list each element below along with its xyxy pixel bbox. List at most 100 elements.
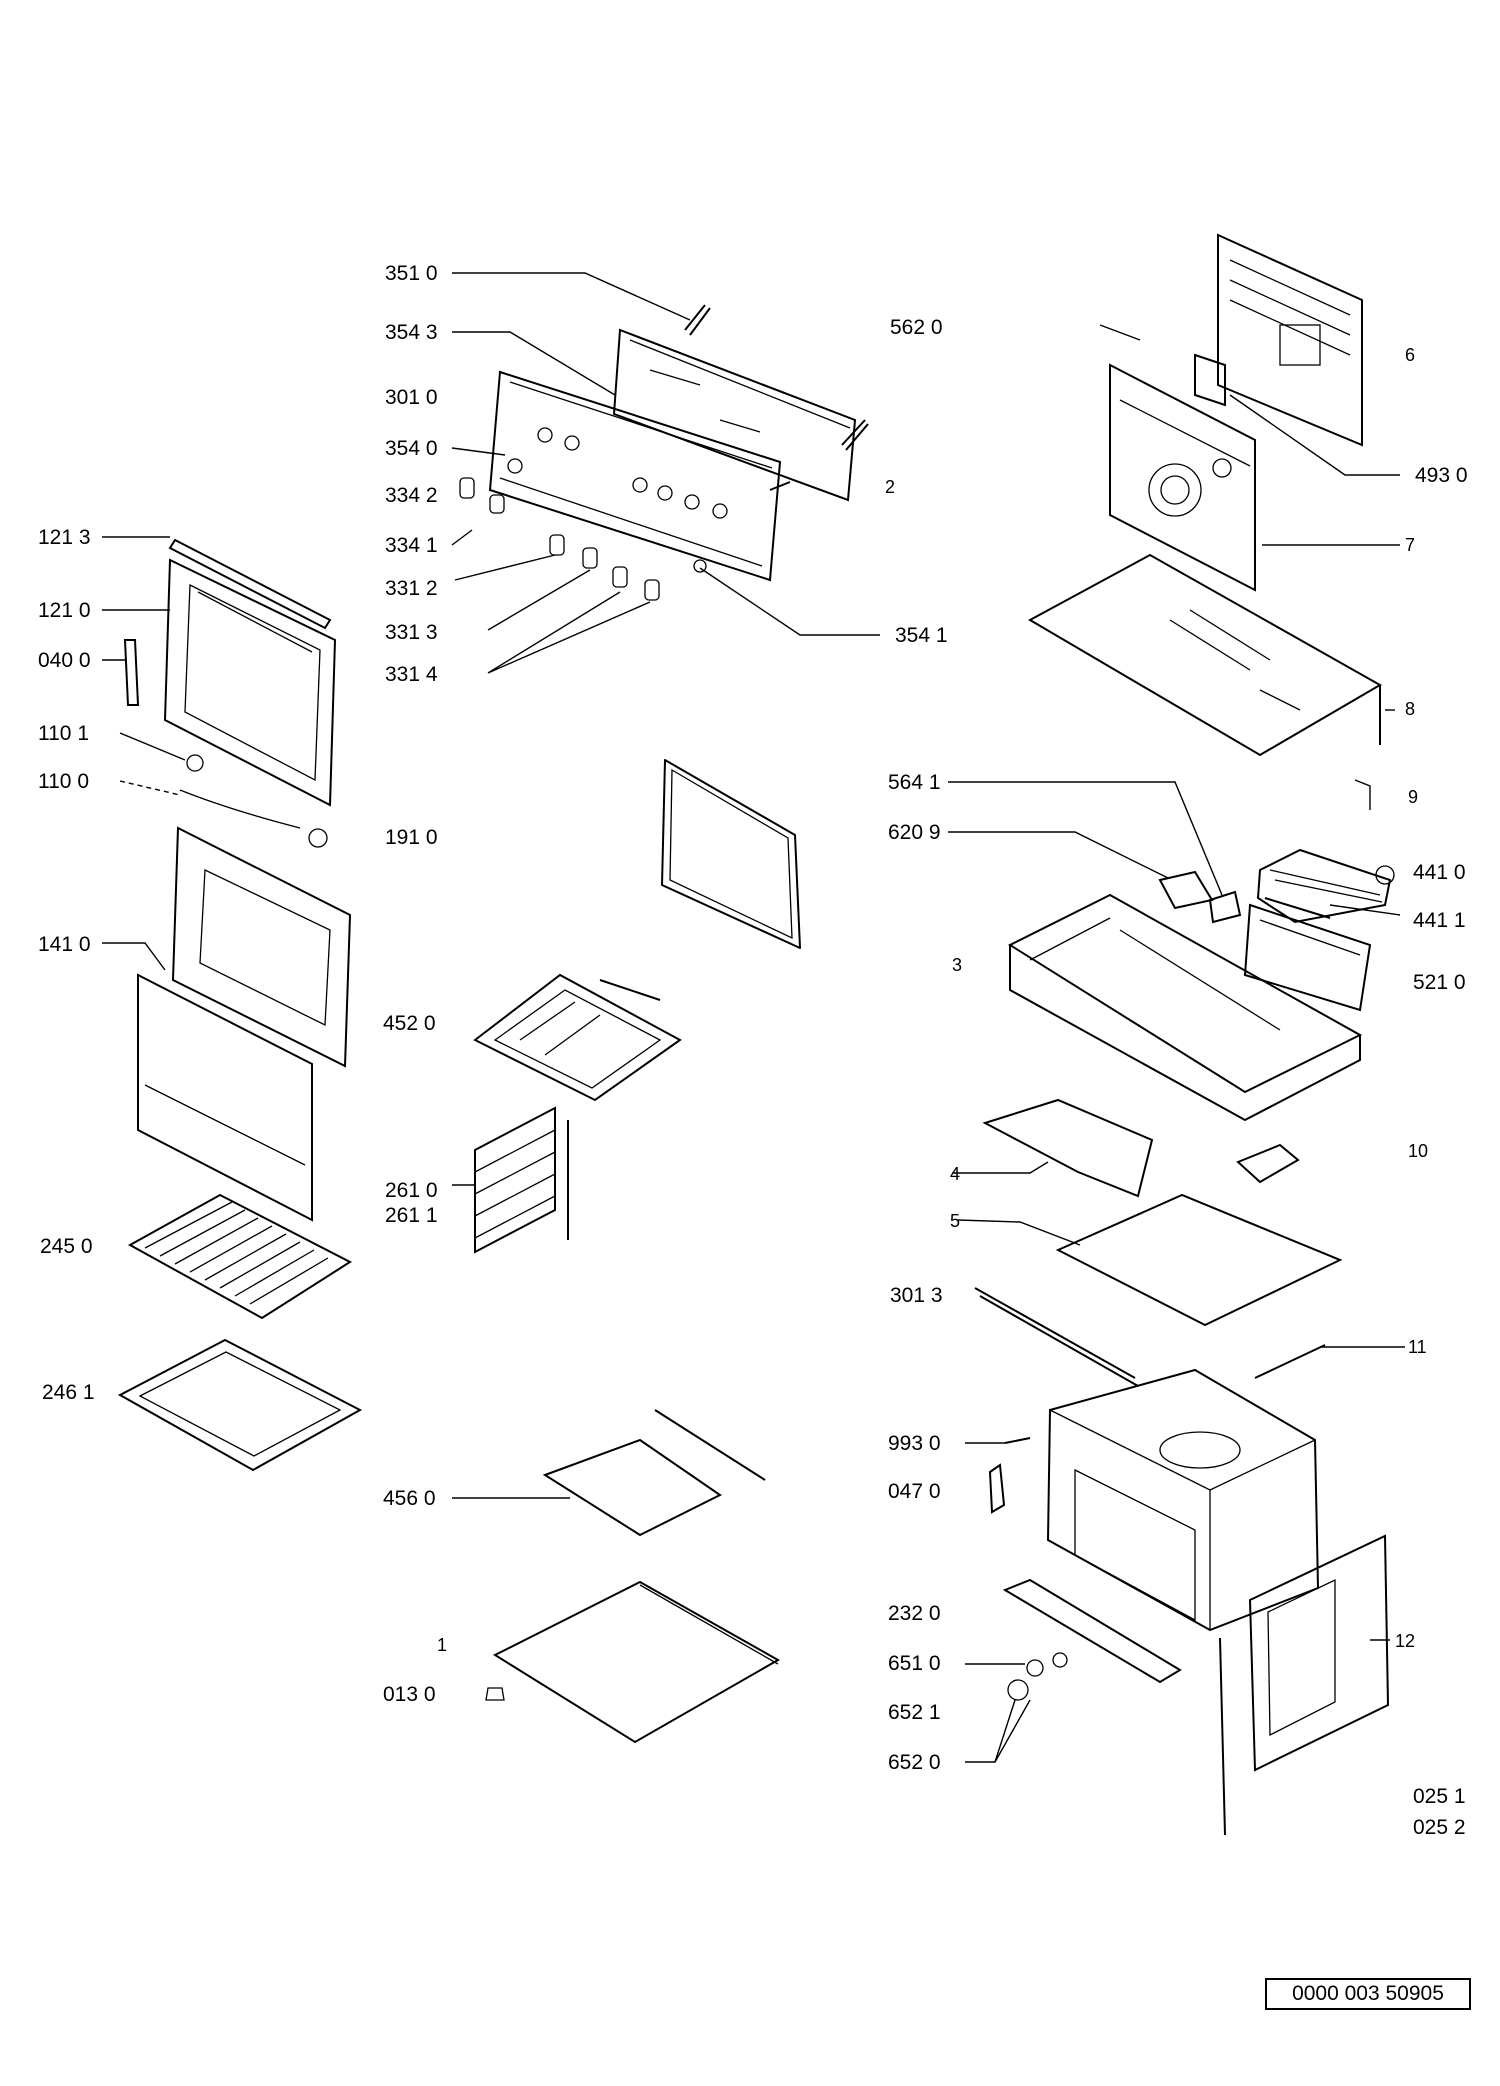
knob-3312 [549, 534, 565, 556]
relay [1194, 353, 1226, 407]
label-3313: 331 3 [385, 621, 438, 644]
label-3010: 301 0 [385, 386, 438, 409]
label-2450: 245 0 [40, 1235, 93, 1258]
label-2610: 261 0 [385, 1179, 438, 1202]
front-trim-2320 [1002, 1578, 1182, 1684]
outer-door [163, 558, 337, 807]
label-3540: 354 0 [385, 437, 438, 460]
back-panel-group [1027, 233, 1383, 757]
label-3543: 354 3 [385, 321, 438, 344]
rod-3013 [974, 1287, 1136, 1379]
circuit-board [1217, 233, 1363, 447]
label-4410: 441 0 [1413, 861, 1466, 884]
oven-base-plate [492, 1580, 781, 1744]
label-0400: 040 0 [38, 649, 91, 672]
label-4: 4 [950, 1164, 961, 1184]
label-3541: 354 1 [895, 624, 948, 647]
label-3312: 331 2 [385, 577, 438, 600]
bush-1101 [186, 754, 204, 772]
screw-upper-right [841, 419, 869, 451]
label-1213: 121 3 [38, 526, 91, 549]
clip-0470 [988, 1463, 1006, 1514]
screw-3510 [684, 304, 711, 336]
document-number-box: 0000 003 50905 [1265, 1978, 1471, 2010]
door-top-trim [168, 538, 332, 630]
label-12: 12 [1395, 1631, 1416, 1651]
fan-bracket [1264, 897, 1331, 919]
label-4520: 452 0 [383, 1012, 436, 1035]
label-5: 5 [950, 1211, 961, 1231]
label-1210: 121 0 [38, 599, 91, 622]
lower-right-group [974, 1098, 1390, 1836]
label-0252: 025 2 [1413, 1816, 1466, 1839]
label-4411: 441 1 [1413, 909, 1466, 932]
knob-3313 [582, 547, 598, 569]
hinge [123, 639, 140, 706]
foot-0130 [485, 1687, 505, 1701]
label-9930: 993 0 [888, 1432, 941, 1455]
label-2: 2 [885, 477, 896, 497]
label-3314: 331 4 [385, 663, 438, 686]
control-module [1243, 903, 1372, 1012]
label-1101: 110 1 [38, 722, 89, 745]
inner-glass [171, 826, 352, 1068]
label-1910: 191 0 [385, 826, 438, 849]
knob-3342 [459, 477, 475, 499]
label-6209: 620 9 [888, 821, 941, 844]
label-3013: 301 3 [890, 1284, 943, 1307]
glass-seal [661, 759, 801, 949]
label-6521: 652 1 [888, 1701, 941, 1724]
knob-3314b [644, 579, 660, 601]
centre-parts-group [473, 759, 801, 1744]
bracket-10 [1236, 1143, 1300, 1184]
control-panel-group [459, 304, 869, 601]
label-1100: 110 0 [38, 770, 89, 793]
side-rail [474, 1106, 556, 1254]
label-1410: 141 0 [38, 933, 91, 956]
label-5620: 562 0 [890, 316, 943, 339]
screw-9930 [1004, 1437, 1031, 1444]
label-3341: 334 1 [385, 534, 438, 557]
control-panel-rear-strip [612, 328, 857, 502]
label-0470: 047 0 [888, 1480, 941, 1503]
shelf-plate-5 [1055, 1193, 1343, 1327]
knob-6510 [1026, 1659, 1044, 1677]
label-3: 3 [952, 955, 963, 975]
shelf-and-tray-group [117, 1193, 363, 1472]
control-box-group [1007, 848, 1395, 1122]
label-3342: 334 2 [385, 484, 438, 507]
rear-cover [542, 1438, 722, 1537]
oven-cavity [1046, 1368, 1320, 1632]
switch-5641 [1208, 890, 1242, 924]
tangential-fan [1256, 848, 1392, 924]
baking-tray [117, 1338, 363, 1472]
knob-6521 [1007, 1679, 1029, 1701]
label-0130: 013 0 [383, 1683, 436, 1706]
insulation-plate-4 [982, 1098, 1154, 1198]
label-5641: 564 1 [888, 771, 941, 794]
bush-1100 [179, 789, 301, 829]
label-5210: 521 0 [1413, 971, 1466, 994]
label-9: 9 [1408, 787, 1419, 807]
label-4930: 493 0 [1415, 464, 1468, 487]
door-inner-panel [137, 973, 313, 1222]
label-1: 1 [437, 1635, 448, 1655]
knob-3314a [612, 566, 628, 588]
wire-shelf [127, 1193, 353, 1320]
oven-door-group [123, 538, 352, 1222]
knob-3341 [489, 494, 505, 514]
label-6520: 652 0 [888, 1751, 941, 1774]
label-6: 6 [1405, 345, 1416, 365]
label-4560: 456 0 [383, 1487, 436, 1510]
label-0251: 025 1 [1413, 1785, 1466, 1808]
oven-rear-wall [1109, 363, 1256, 592]
label-3510: 351 0 [385, 262, 438, 285]
side-frame-12 [1248, 1534, 1390, 1772]
label-11: 11 [1408, 1337, 1427, 1357]
label-6510: 651 0 [888, 1652, 941, 1675]
rod-11 [1254, 1344, 1326, 1379]
label-8: 8 [1405, 699, 1416, 719]
document-number: 0000 003 50905 [1292, 1982, 1444, 2005]
label-2611: 261 1 [385, 1204, 438, 1227]
